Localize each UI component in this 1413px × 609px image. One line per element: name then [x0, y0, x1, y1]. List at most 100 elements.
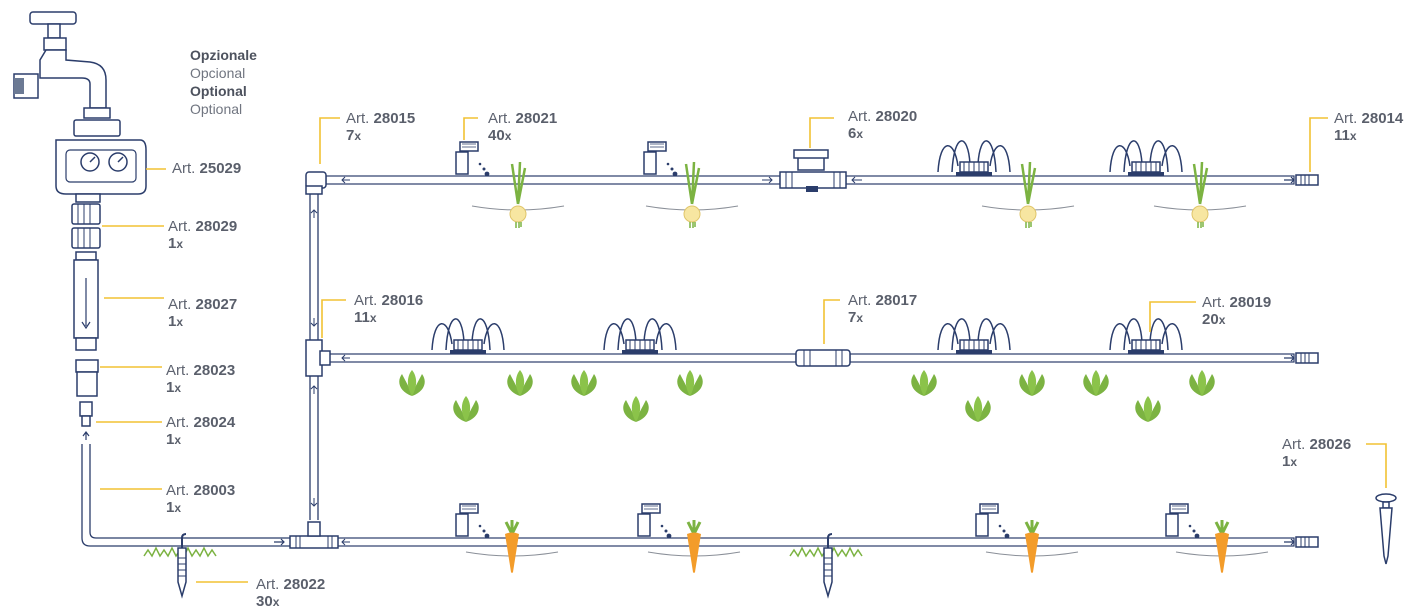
qty-value: 11 [354, 309, 370, 326]
qty-value: 1 [168, 235, 177, 252]
label-code: 28015 [373, 110, 416, 127]
qty-suffix: x [1218, 313, 1226, 327]
qty-value: 30 [256, 593, 273, 609]
label-code: 28003 [193, 482, 236, 499]
label-28020: Art. 28020 6x [848, 108, 917, 143]
sprinkler-icon [1109, 140, 1183, 177]
dripper-icon [643, 141, 679, 178]
lettuce-icon [911, 370, 937, 396]
qty-suffix: x [369, 311, 377, 325]
label-qty: 11x [1334, 127, 1403, 145]
label-prefix: Art. [346, 110, 374, 127]
lettuce-icon [453, 396, 479, 422]
label-qty: 1x [166, 431, 235, 449]
label-prefix: Art. [172, 160, 200, 177]
carrot-icon [503, 518, 521, 575]
carrot-icon [685, 518, 703, 575]
optional-label-en: Optional [190, 83, 247, 99]
tap-icon [13, 11, 111, 119]
label-prefix: Art. [1202, 294, 1230, 311]
qty-suffix: x [856, 127, 864, 141]
label-qty: 40x [488, 127, 557, 145]
label-qty: 7x [346, 127, 415, 145]
label-code: 28020 [875, 108, 918, 125]
reducer-28023-icon [75, 359, 99, 397]
connector-28017-icon [795, 349, 851, 367]
label-prefix: Art. [1282, 436, 1310, 453]
lettuce-icon [1083, 370, 1109, 396]
lettuce-icon [1019, 370, 1045, 396]
qty-value: 1 [166, 379, 175, 396]
label-code: 28016 [381, 292, 424, 309]
tee-supply-icon [289, 521, 339, 549]
label-prefix: Art. [848, 108, 876, 125]
label-28023: Art. 28023 1x [166, 362, 235, 397]
supply-pipe [81, 444, 300, 547]
dripper-icon [975, 503, 1011, 540]
qty-suffix: x [1349, 129, 1357, 143]
qty-value: 6 [848, 125, 857, 142]
qty-suffix: x [174, 381, 182, 395]
stake-28026-icon [1375, 493, 1397, 565]
optional-note: Opzionale Opcional Optional Optional [190, 46, 257, 118]
qty-value: 7 [848, 309, 857, 326]
optional-label-en-2: Optional [190, 101, 243, 117]
label-28027: Art. 28027 1x [168, 296, 237, 331]
label-prefix: Art. [166, 482, 194, 499]
sprinkler-icon [937, 140, 1011, 177]
label-code: 28029 [195, 218, 238, 235]
dripper-icon [455, 503, 491, 540]
label-code: 28024 [193, 414, 236, 431]
sprinkler-icon [431, 318, 505, 355]
qty-value: 11 [1334, 127, 1350, 144]
dripper-icon [1165, 503, 1201, 540]
qty-value: 20 [1202, 311, 1219, 328]
onion-icon [508, 160, 528, 230]
row3-pipe [335, 537, 1295, 547]
label-prefix: Art. [166, 414, 194, 431]
qty-suffix: x [272, 595, 280, 609]
onion-icon [1190, 160, 1210, 230]
label-code: 28021 [515, 110, 558, 127]
label-code: 28027 [195, 296, 238, 313]
lettuce-icon [399, 370, 425, 396]
label-28015: Art. 28015 7x [346, 110, 415, 145]
label-code: 28014 [1361, 110, 1404, 127]
label-25029: Art. 25029 [172, 160, 241, 177]
riser-pipe [309, 192, 319, 520]
qty-suffix: x [504, 129, 512, 143]
lettuce-icon [965, 396, 991, 422]
optional-label-es: Opcional [190, 65, 246, 81]
qty-suffix: x [176, 237, 184, 251]
qty-suffix: x [1290, 455, 1298, 469]
dripper-icon [455, 141, 491, 178]
label-28024: Art. 28024 1x [166, 414, 235, 449]
label-prefix: Art. [166, 362, 194, 379]
leader-lines [96, 117, 1387, 583]
label-28019: Art. 28019 20x [1202, 294, 1271, 329]
label-28016: Art. 28016 11x [354, 292, 423, 327]
label-28003: Art. 28003 1x [166, 482, 235, 517]
onion-icon [1018, 160, 1038, 230]
lettuce-icon [1135, 396, 1161, 422]
label-code: 28019 [1229, 294, 1272, 311]
qty-suffix: x [354, 129, 362, 143]
qty-value: 7 [346, 127, 355, 144]
label-28014: Art. 28014 11x [1334, 110, 1403, 145]
qty-suffix: x [174, 433, 182, 447]
label-code: 25029 [199, 160, 242, 177]
label-28021: Art. 28021 40x [488, 110, 557, 145]
tee-28020-icon [779, 149, 847, 192]
carrot-icon [1213, 518, 1231, 575]
qty-suffix: x [856, 311, 864, 325]
lettuce-icon [507, 370, 533, 396]
lettuce-icon [677, 370, 703, 396]
qty-value: 1 [166, 431, 175, 448]
qty-value: 40 [488, 127, 505, 144]
label-prefix: Art. [168, 296, 196, 313]
label-qty: 6x [848, 125, 917, 143]
qty-value: 1 [168, 313, 177, 330]
label-code: 28022 [283, 576, 326, 593]
